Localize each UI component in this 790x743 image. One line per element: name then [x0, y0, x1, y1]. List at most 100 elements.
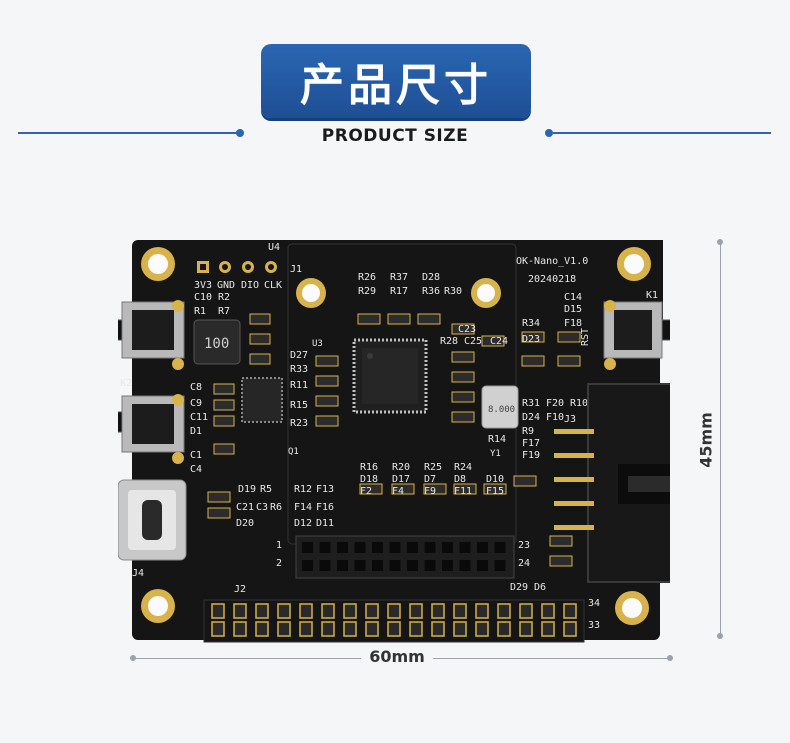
female-header-hole — [337, 542, 348, 553]
label-u4: U4 — [268, 242, 280, 253]
label-r1: R1 — [194, 306, 206, 317]
label-r12: R12 — [294, 484, 312, 495]
smd-components — [207, 313, 581, 567]
female-header-hole — [354, 542, 366, 553]
label-c4: C4 — [190, 464, 202, 475]
male-header-pin — [299, 603, 313, 619]
label-r15: R15 — [290, 400, 308, 411]
male-header-pin — [255, 603, 269, 619]
female-header-hole — [459, 560, 471, 571]
label-d24: D24 — [522, 412, 540, 423]
male-header-pin — [453, 603, 467, 619]
mounting-hole-module-right — [471, 278, 501, 308]
male-header-pin — [563, 603, 577, 619]
female-header-hole — [389, 542, 401, 553]
label-pin-24: 24 — [518, 558, 530, 569]
male-header-pin — [365, 621, 379, 637]
female-header-hole — [319, 542, 331, 553]
push-button-k1 — [118, 300, 185, 370]
right-divider-line — [553, 132, 771, 134]
female-header-hole — [302, 542, 313, 553]
label-r11: R11 — [290, 380, 308, 391]
male-header-pin — [211, 603, 225, 619]
female-header-hole — [389, 560, 401, 571]
label-r29: R29 — [358, 286, 376, 297]
width-dimension-left-dot — [130, 655, 136, 661]
label-pin-33: 33 — [588, 620, 600, 631]
label-r9: R9 — [522, 426, 534, 437]
u4-label-3v3: 3V3 — [194, 280, 212, 291]
label-d18: D18 — [360, 474, 378, 485]
push-button-k2 — [118, 394, 185, 464]
label-r30: R30 — [444, 286, 462, 297]
label-r16: R16 — [360, 462, 378, 473]
label-d1: D1 — [190, 426, 202, 437]
label-c11: C11 — [190, 412, 208, 423]
label-d7: D7 — [424, 474, 436, 485]
height-dimension-top-dot — [717, 239, 723, 245]
male-header-pin — [475, 621, 489, 637]
female-header-hole — [372, 542, 383, 553]
female-header-hole — [459, 542, 471, 553]
label-pin-34: 34 — [588, 598, 600, 609]
board-version-label: OK-Nano_V1.0 — [516, 256, 588, 267]
label-r20: R20 — [392, 462, 410, 473]
female-header-hole — [494, 560, 506, 571]
label-f15: F15 — [486, 486, 504, 497]
label-d8: D8 — [454, 474, 466, 485]
female-header-hole — [407, 542, 418, 553]
label-j2: J2 — [234, 584, 246, 595]
label-r31: R31 — [522, 398, 540, 409]
label-r34: R34 — [522, 318, 540, 329]
label-f17: F17 — [522, 438, 540, 449]
male-header-pin — [541, 603, 555, 619]
label-pin-1: 1 — [276, 540, 282, 551]
label-d28: D28 — [422, 272, 440, 283]
label-c24: C24 — [490, 336, 508, 347]
mounting-hole-module-left — [296, 278, 326, 308]
male-header-pin — [365, 603, 379, 619]
label-r7: R7 — [218, 306, 230, 317]
female-header-hole — [477, 560, 488, 571]
inductor-marking: 100 — [204, 336, 229, 352]
label-r17: R17 — [390, 286, 408, 297]
page-title: 产品尺寸 — [300, 60, 492, 111]
label-pin-2: 2 — [276, 558, 282, 569]
mounting-hole-top-right — [617, 247, 651, 281]
label-d20: D20 — [236, 518, 254, 529]
title-badge: 产品尺寸 — [261, 44, 531, 118]
u4-label-clk: CLK — [264, 280, 282, 291]
u4-header-pads — [197, 261, 277, 273]
label-r23: R23 — [290, 418, 308, 429]
usb-c-connector — [118, 479, 187, 561]
label-c23: C23 — [458, 324, 476, 335]
male-header-pin — [497, 603, 511, 619]
label-r24: R24 — [454, 462, 472, 473]
male-header-pin — [343, 621, 357, 637]
male-header-pin — [497, 621, 511, 637]
label-j4: J4 — [132, 568, 144, 579]
male-header-pin — [277, 621, 291, 637]
label-d6: D6 — [534, 582, 546, 593]
label-r28: R28 — [440, 336, 458, 347]
label-d17: D17 — [392, 474, 410, 485]
male-header-pin — [299, 621, 313, 637]
female-header-hole — [494, 542, 506, 553]
label-f2: F2 — [360, 486, 372, 497]
label-r14: R14 — [488, 434, 506, 445]
page-subtitle: PRODUCT SIZE — [321, 126, 469, 146]
label-c9: C9 — [190, 398, 202, 409]
male-pin-header-pins — [211, 603, 577, 637]
j3-pins — [554, 429, 594, 530]
male-header-pin — [387, 621, 401, 637]
label-c3: C3 — [256, 502, 268, 513]
label-y1: Y1 — [490, 449, 501, 459]
label-r37: R37 — [390, 272, 408, 283]
male-header-pin — [321, 603, 335, 619]
mounting-hole-bottom-right — [615, 591, 649, 625]
male-header-pin — [453, 621, 467, 637]
label-d10: D10 — [486, 474, 504, 485]
label-r36: R36 — [422, 286, 440, 297]
label-f13: F13 — [316, 484, 334, 495]
label-q1: Q1 — [288, 447, 299, 457]
